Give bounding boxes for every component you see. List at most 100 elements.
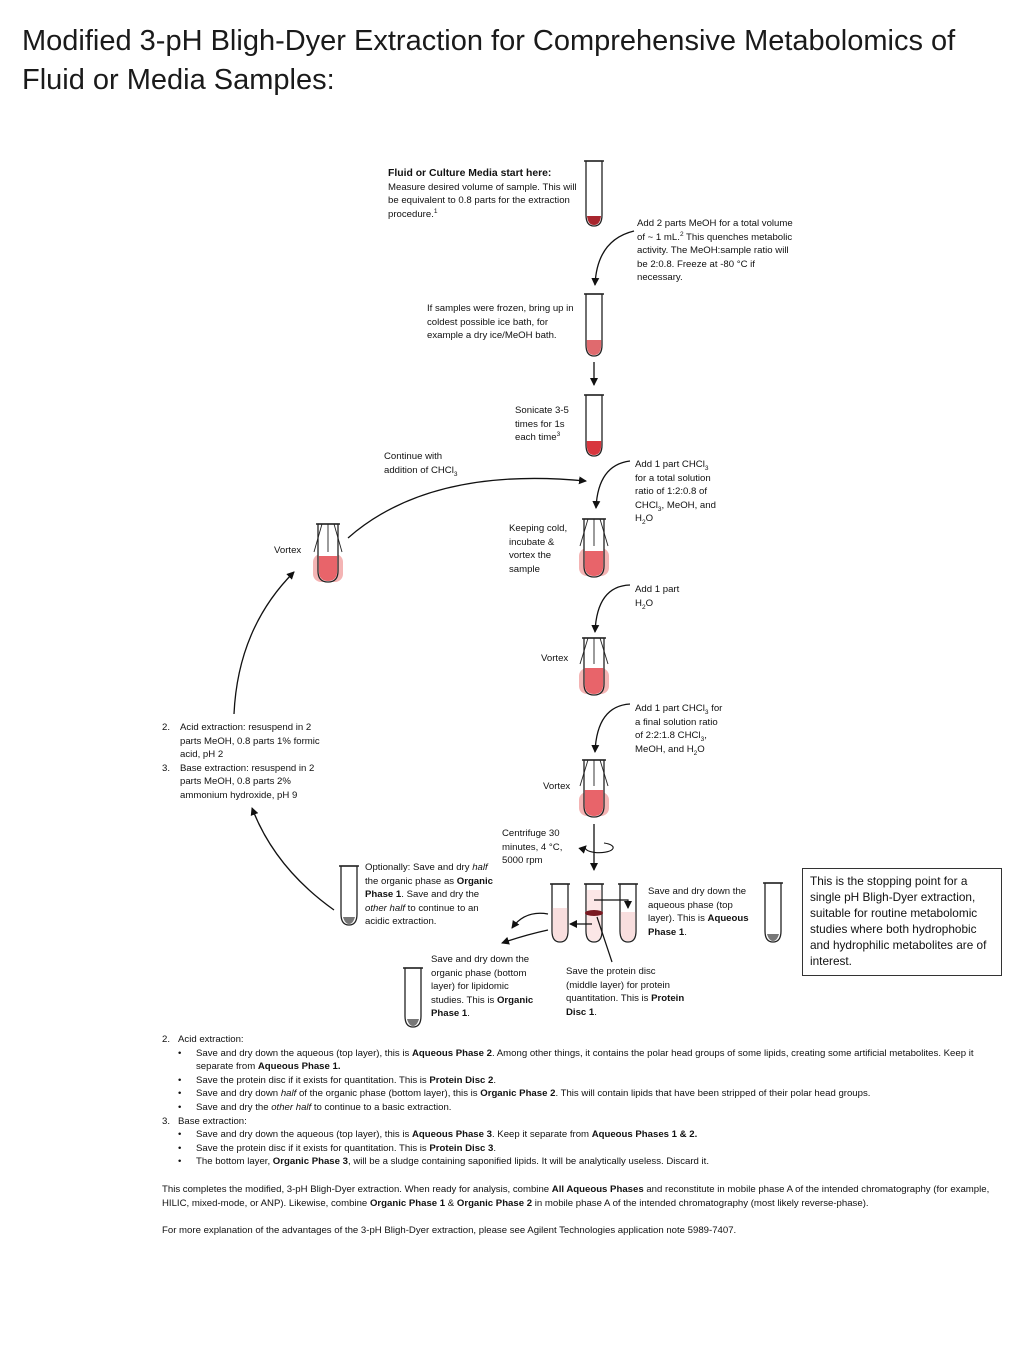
vortex-2-label: Vortex [541,652,568,666]
keeping-label: Keeping cold, incubate & vortex the samp… [509,522,575,576]
save-org-c: . [467,1008,470,1019]
start-heading: Fluid or Culture Media start here: [388,167,584,181]
base-heading: 3.Base extraction: [162,1115,982,1129]
arrow-to-optional [512,913,548,928]
tube-centrifuged-right [618,884,638,942]
acid-heading: 2.Acid extraction: [162,1033,982,1047]
comp-g: in mobile phase A of the intended chroma… [532,1198,869,1209]
base-b3-b: Organic Phase 3 [273,1156,348,1167]
acid-b4-i: other half [271,1102,311,1113]
left-list-text: Acid extraction: resuspend in 2 parts Me… [180,722,320,760]
left-list-item: 3. Base extraction: resuspend in 2 parts… [162,762,322,803]
base-b1-b: Aqueous Phase 3 [412,1129,492,1140]
rotation-icon [585,843,613,853]
continue-sub: 3 [454,471,458,478]
stopping-point-box: This is the stopping point for a single … [802,868,1002,976]
arrow-to-acid-base [252,808,334,910]
arrow-add-h2o [595,585,630,632]
left-list-num: 2. [162,721,170,735]
opt-i2: other half [365,903,405,914]
completes-paragraph: This completes the modified, 3-pH Bligh-… [162,1183,1002,1210]
meoh-label: Add 2 parts MeOH for a total volume of ~… [637,217,799,285]
tube-vortex-left [313,524,343,582]
left-list-text: Base extraction: resuspend in 2 parts Me… [180,763,314,801]
tube-centrifuged-middle [584,884,604,942]
acid-bullet-4: Save and dry the other half to continue … [162,1101,982,1115]
acid-b3-c: Organic Phase 2 [480,1088,555,1099]
optionally-label: Optionally: Save and dry half the organi… [365,861,493,929]
frozen-label: If samples were frozen, bring up in cold… [427,302,579,343]
base-b1-c: . Keep it separate from [492,1129,592,1140]
left-list-item: 2. Acid extraction: resuspend in 2 parts… [162,721,322,762]
opt-b: the organic phase as [365,876,457,887]
arrow-to-vortex-left [234,572,294,714]
add-h2o-b: O [646,598,653,609]
left-list: 2. Acid extraction: resuspend in 2 parts… [162,721,322,803]
acid-b4-b: to continue to a basic extraction. [311,1102,451,1113]
acid-b1-a: Save and dry down the aqueous (top layer… [196,1048,412,1059]
tube-sample [584,161,604,226]
centrifuge-label: Centrifuge 30 minutes, 4 °C, 5000 rpm [502,827,574,868]
arrow-add-chcl3-2 [595,704,630,752]
tube-optional-half [339,866,359,925]
tube-vortex-incubate [579,519,609,577]
acid-bullet-1: Save and dry down the aqueous (top layer… [162,1047,982,1074]
add-chcl3-1-d: O [646,513,653,524]
opt-i1: half [472,862,487,873]
left-list-num: 3. [162,762,170,776]
acid-num: 2. [162,1033,178,1047]
acid-b1-d: Aqueous Phase 1. [258,1061,341,1072]
add-chcl3-1-s1: 3 [705,465,709,472]
acid-b2-b: Protein Disc 2 [429,1075,493,1086]
save-aq-c: . [684,927,687,938]
comp-e: & [445,1198,457,1209]
start-ref: 1 [434,208,438,215]
base-bullet-1: Save and dry down the aqueous (top layer… [162,1128,982,1142]
acid-head: Acid extraction: [178,1034,244,1045]
tube-meoh [584,294,604,356]
acid-b3-d: . This will contain lipids that have bee… [555,1088,870,1099]
sonicate-ref: 3 [557,431,561,438]
add-chcl3-1-a: Add 1 part CHCl [635,459,705,470]
save-organic-label: Save and dry down the organic phase (bot… [431,953,543,1021]
add-h2o-label: Add 1 part H2O [635,583,695,610]
acid-b4-a: Save and dry the [196,1102,271,1113]
base-bullet-3: The bottom layer, Organic Phase 3, will … [162,1155,982,1169]
comp-a: This completes the modified, 3-pH Bligh-… [162,1184,552,1195]
start-body: Measure desired volume of sample. This w… [388,182,577,220]
base-num: 3. [162,1115,178,1129]
add-chcl3-2-label: Add 1 part CHCl3 for a final solution ra… [635,702,725,756]
save-protein-label: Save the protein disc (middle layer) for… [566,965,688,1019]
save-prot-c: . [594,1007,597,1018]
opt-a: Optionally: Save and dry [365,862,472,873]
tube-vortex-3 [579,760,609,817]
acid-b3-b: of the organic phase (bottom layer), thi… [296,1088,480,1099]
comp-d: Organic Phase 1 [370,1198,445,1209]
base-b2-c: . [493,1143,496,1154]
add-chcl3-2-d: O [697,744,704,755]
comp-f: Organic Phase 2 [457,1198,532,1209]
tube-organic-dried [403,968,423,1027]
tube-vortex-2 [579,638,609,695]
vortex-left-label: Vortex [274,544,301,558]
base-b1-a: Save and dry down the aqueous (top layer… [196,1129,412,1140]
acid-bullet-3: Save and dry down half of the organic ph… [162,1087,982,1101]
extraction-steps: 2.Acid extraction: Save and dry down the… [162,1033,982,1169]
base-b3-a: The bottom layer, [196,1156,273,1167]
base-b2-b: Protein Disc 3 [429,1143,493,1154]
tube-centrifuged-left [550,884,570,942]
opt-c: . Save and dry the [401,889,479,900]
base-b2-a: Save the protein disc if it exists for q… [196,1143,429,1154]
more-paragraph: For more explanation of the advantages o… [162,1224,1002,1238]
base-b3-c: , will be a sludge containing saponified… [348,1156,709,1167]
arrow-add-chcl3-1 [596,461,630,508]
continue-label: Continue with addition of CHCl3 [384,450,474,477]
sonicate-label: Sonicate 3-5 times for 1s each time3 [515,404,581,445]
acid-b3-a: Save and dry down [196,1088,281,1099]
base-head: Base extraction: [178,1116,247,1127]
comp-b: All Aqueous Phases [552,1184,644,1195]
vortex-3-label: Vortex [543,780,570,794]
tube-sonicate [584,395,604,456]
arrow-to-organic-phase [502,930,548,943]
